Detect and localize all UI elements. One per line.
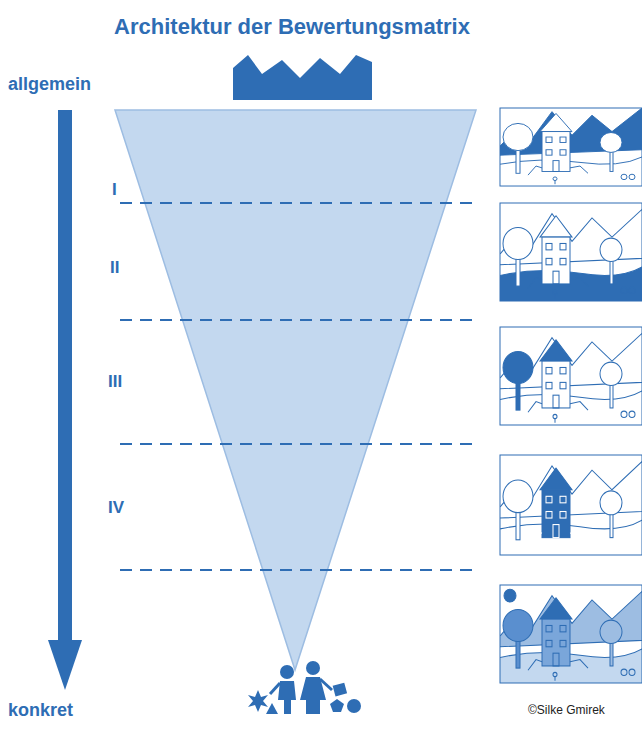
- scene-panel: [500, 585, 642, 683]
- mountain-crown: [233, 55, 372, 100]
- scale-arrow: [48, 110, 82, 690]
- level-number: I: [112, 180, 117, 200]
- scene-panel: [500, 203, 642, 301]
- scale-end-label: allgemein: [8, 74, 91, 95]
- copyright-note: ©Silke Gmirek: [528, 704, 605, 718]
- level-number: III: [108, 372, 122, 392]
- level-number: IV: [108, 498, 124, 518]
- level-number: II: [110, 258, 119, 278]
- level-lines: [120, 203, 476, 570]
- funnel-triangle: [115, 110, 476, 670]
- scene-panel: [500, 327, 642, 425]
- diagram-title: Architektur der Bewertungsmatrix: [114, 14, 470, 39]
- scene-panel: [500, 455, 642, 555]
- scale-end-label: konkret: [8, 700, 73, 721]
- children-figure: [248, 661, 361, 714]
- scene-panel: [500, 108, 642, 186]
